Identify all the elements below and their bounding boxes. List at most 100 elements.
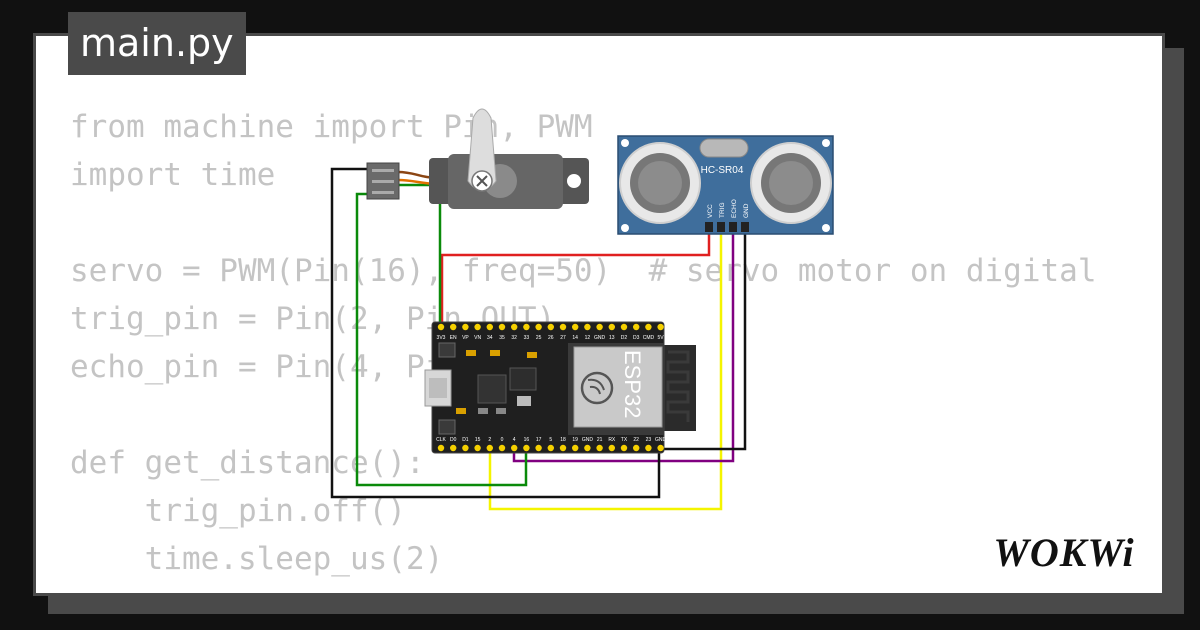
pin-label: 5V: [658, 335, 665, 341]
pin-label: VN: [474, 335, 481, 341]
code-line: servo = PWM(Pin(16), freq=50) # servo mo…: [70, 253, 1097, 289]
header-pin: [657, 444, 664, 452]
header-pin: [559, 323, 567, 331]
antenna-trace: [666, 350, 690, 422]
sensor-pin: [741, 222, 749, 232]
sensor-mount-hole: [822, 224, 830, 232]
wire-yellow: [488, 232, 723, 511]
board-antenna: [660, 345, 696, 431]
pin-label: 21: [597, 437, 603, 443]
header-pin: [498, 323, 506, 331]
header-pin: [498, 444, 506, 452]
sensor-pin: [717, 222, 725, 232]
boot-button: [438, 342, 456, 358]
regulator-chip: [509, 367, 537, 391]
usb-chip: [477, 374, 507, 404]
header-pin: [633, 444, 640, 452]
code-line: trig_pin.off(): [70, 493, 406, 529]
pin-label: 3V3: [437, 335, 446, 341]
pin-label: 22: [633, 437, 639, 443]
usb-port-inner: [429, 378, 447, 398]
servo-connector-pin: [372, 191, 394, 194]
sensor-pin-label-gnd: GND: [743, 203, 750, 218]
header-pin: [474, 323, 481, 331]
smd-part: [466, 350, 476, 356]
wokwi-logo-text: WOKWi: [993, 530, 1134, 575]
header-pin: [511, 323, 518, 331]
header-pin: [608, 444, 615, 452]
pin-label: EN: [450, 335, 457, 341]
pin-label: 34: [487, 335, 493, 341]
sensor-mount-hole: [822, 139, 830, 147]
en-button: [438, 419, 456, 435]
smd-part: [527, 352, 537, 358]
espressif-logo-icon: [580, 371, 614, 405]
pin-label: VP: [462, 335, 469, 341]
pin-label: 25: [536, 335, 542, 341]
header-pin: [523, 444, 530, 452]
file-tab[interactable]: main.py: [68, 12, 246, 75]
sensor-pin-label-trig: TRIG: [719, 202, 726, 218]
pin-label: 19: [572, 437, 578, 443]
header-pin: [620, 444, 628, 452]
sensor-pin-label-echo: ECHO: [731, 199, 738, 218]
pin-label: D3: [633, 335, 640, 341]
sensor-pin: [705, 222, 713, 232]
header-pin: [450, 444, 457, 452]
smd-part: [490, 350, 500, 356]
pin-label: GND: [582, 437, 594, 443]
pin-label: 16: [524, 437, 530, 443]
header-pin: [657, 323, 664, 331]
pin-label: D0: [450, 437, 457, 443]
sensor-transducer-right-inner: [769, 161, 813, 205]
pin-label: 13: [609, 335, 615, 341]
sensor-label: HC-SR04: [701, 165, 744, 176]
smd-part: [456, 408, 466, 414]
header-pin: [620, 323, 628, 331]
pin-label: GND: [594, 335, 606, 341]
header-pin: [474, 444, 481, 452]
servo-mount-hole: [567, 174, 581, 188]
smd-part: [496, 408, 506, 414]
sensor-transducer-left-inner: [638, 161, 682, 205]
servo-connector-pin: [372, 169, 394, 172]
header-pin: [633, 323, 640, 331]
pin-label: GND: [655, 437, 667, 443]
pin-label: 5: [549, 437, 552, 443]
wire-black-sensor: [659, 232, 747, 451]
code-line: def get_distance():: [70, 445, 425, 481]
header-pin: [559, 444, 567, 452]
header-pin: [535, 323, 542, 331]
pin-label: 2: [488, 437, 491, 443]
pin-label: D1: [462, 437, 469, 443]
servo-motor[interactable]: [366, 108, 589, 209]
sensor-crystal: [699, 138, 749, 158]
header-pin: [450, 323, 457, 331]
header-pin: [547, 323, 554, 331]
pin-label: 26: [548, 335, 554, 341]
pin-label: D2: [621, 335, 628, 341]
sensor-mount-hole: [621, 224, 629, 232]
pin-label: 23: [646, 437, 652, 443]
espressif-logo-icon-swirl: [587, 378, 605, 395]
pin-label: 12: [585, 335, 591, 341]
esp32-chip-label: ESP32: [620, 350, 645, 419]
servo-screw-icon: [476, 175, 488, 187]
header-pin: [511, 444, 518, 452]
pin-label: 32: [511, 335, 517, 341]
ultrasonic-sensor[interactable]: HC-SR04 VCC TRIG ECHO GND: [617, 135, 834, 235]
pin-label: 35: [499, 335, 505, 341]
header-pin: [523, 323, 530, 331]
header-pin: [645, 444, 652, 452]
pin-label: CLK: [436, 437, 446, 443]
pin-label: 4: [513, 437, 516, 443]
pin-label: 18: [560, 437, 566, 443]
pin-label: 0: [501, 437, 504, 443]
pin-label: CMD: [643, 335, 655, 341]
code-line: import time: [70, 157, 276, 193]
